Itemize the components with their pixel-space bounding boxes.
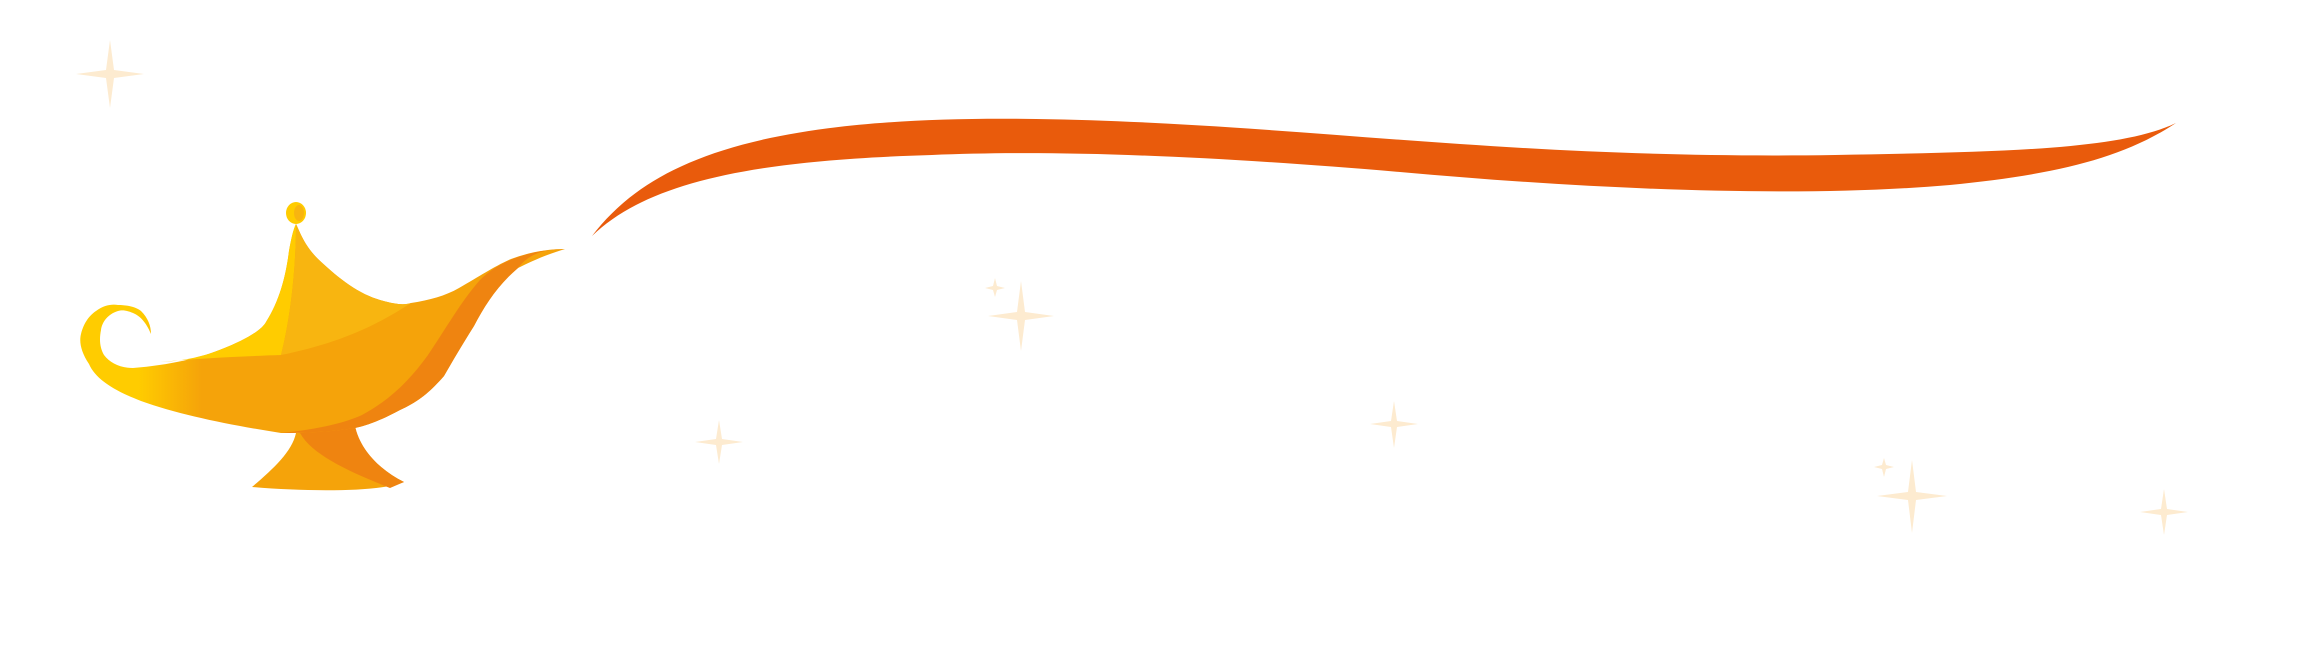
- sparkle-star-icon: [76, 40, 144, 108]
- lamp-body-highlight: [160, 224, 296, 362]
- sparkle-star-icon: [1370, 401, 1418, 448]
- lamp-body-shade: [281, 224, 411, 355]
- lamp-knob-shade: [294, 205, 304, 221]
- sparkle-star-icon: [2140, 489, 2188, 535]
- lamp-foot-shade: [300, 426, 404, 488]
- sparkle-star-icon: [1874, 458, 1894, 477]
- sparkle-star-icon: [988, 281, 1054, 351]
- magic-lamp-icon: [80, 202, 566, 491]
- sparkle-star-icon: [695, 420, 743, 464]
- sparkle-star-icon: [1877, 460, 1947, 533]
- lamp-spout-shade: [281, 249, 565, 433]
- smoke-swoosh: [592, 118, 2176, 236]
- sparkle-star-icon: [985, 278, 1005, 297]
